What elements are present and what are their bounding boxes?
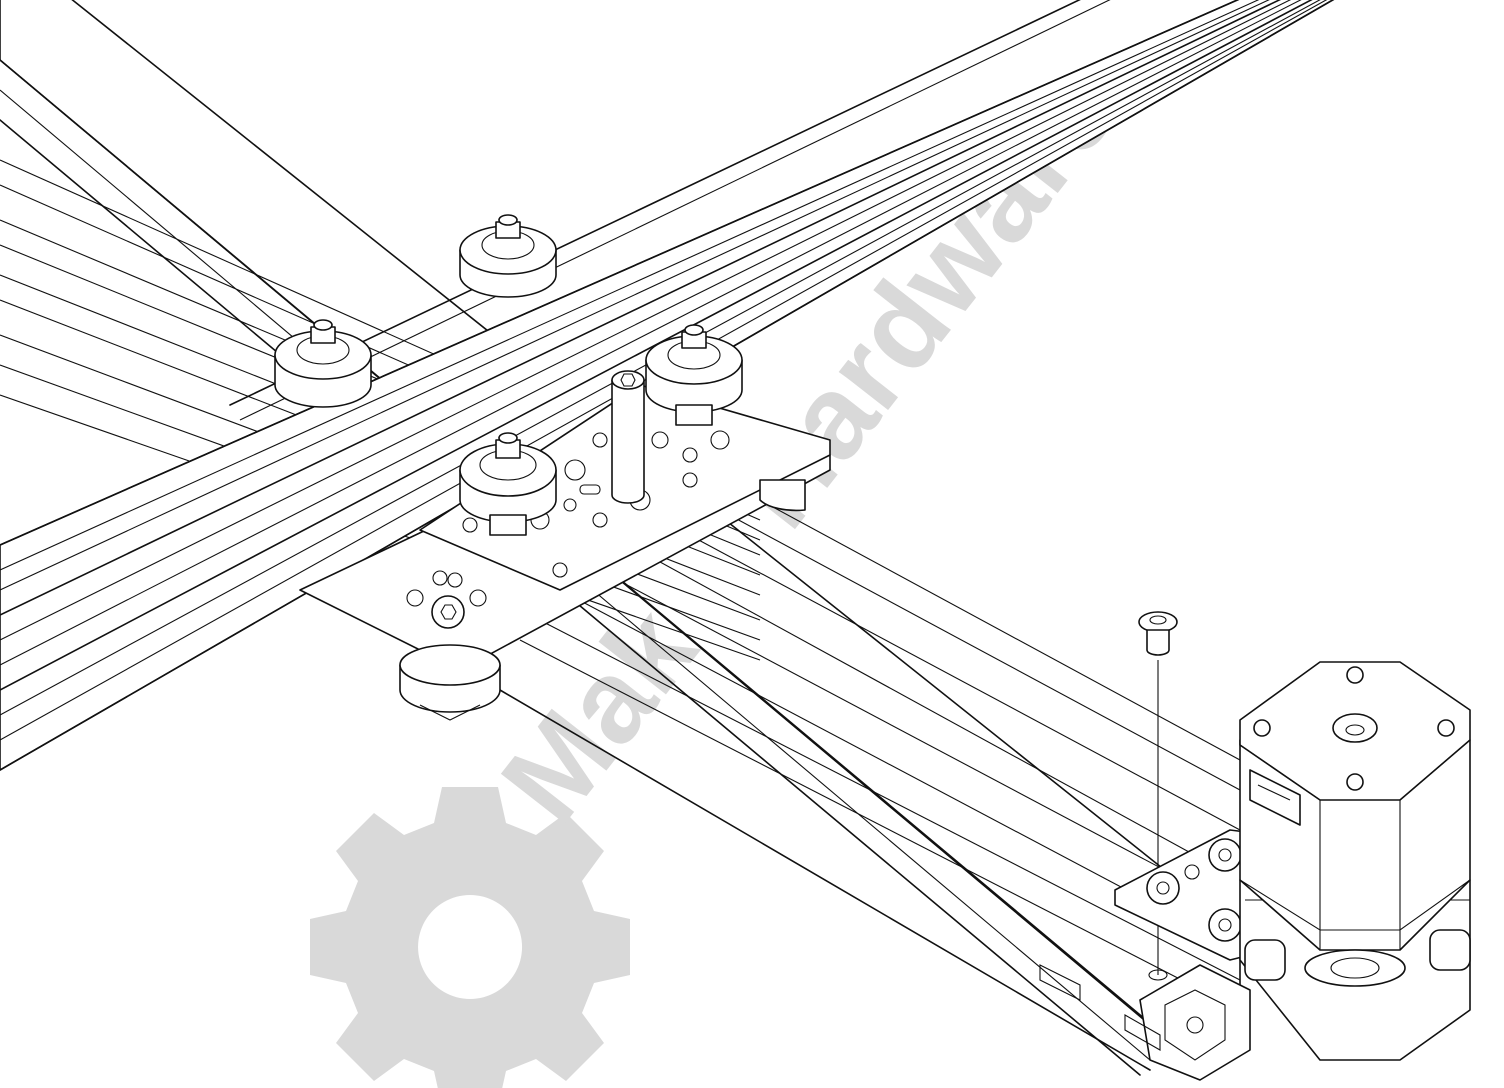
rail-end-profile xyxy=(1039,964,1251,1081)
motor-screw-3 xyxy=(1437,719,1455,737)
stepper-motor xyxy=(1239,661,1471,1061)
v-wheel-front xyxy=(459,432,557,536)
pulley xyxy=(1304,949,1406,987)
gear-icon xyxy=(310,787,630,1088)
v-wheel-bottom xyxy=(399,644,501,721)
v-wheel-back-right xyxy=(759,479,806,512)
mount-screw-bottom xyxy=(1208,908,1242,942)
mount-screw-top xyxy=(1208,838,1242,872)
plate-screw xyxy=(431,595,465,629)
v-wheel-right xyxy=(645,324,743,426)
mount-screw-mid xyxy=(1146,871,1180,905)
standoff xyxy=(611,370,645,504)
motor-mount-plate xyxy=(1114,829,1271,961)
motor-screw-2 xyxy=(1253,719,1271,737)
motor-connector xyxy=(1249,769,1301,826)
v-wheel-left xyxy=(274,319,372,408)
motor-shaft-boss xyxy=(1332,713,1378,743)
motor-screw-1 xyxy=(1346,666,1364,684)
v-wheel-top-left xyxy=(459,214,557,298)
motor-screw-4 xyxy=(1346,773,1364,791)
